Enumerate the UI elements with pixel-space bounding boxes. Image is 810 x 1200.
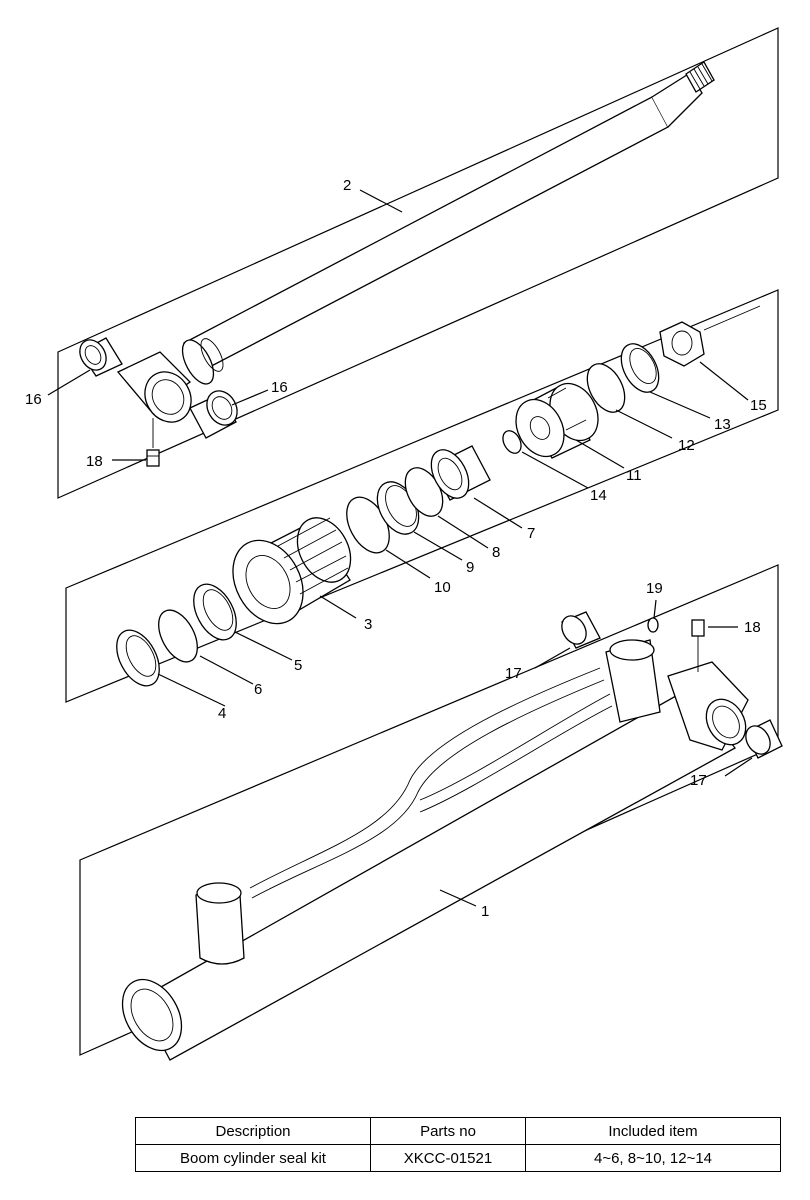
callout-8: 8 xyxy=(492,544,500,561)
bushing-part-17-right xyxy=(745,719,783,759)
callout-17-right: 17 xyxy=(690,772,707,789)
callout-12: 12 xyxy=(678,437,695,454)
backup-ring-part-6 xyxy=(158,609,198,663)
callout-16-left: 16 xyxy=(25,391,42,408)
callout-11: 11 xyxy=(626,467,642,484)
piston-rod-part-2 xyxy=(181,61,715,385)
callout-7: 7 xyxy=(527,525,535,542)
callout-10: 10 xyxy=(434,579,451,596)
callout-17-top: 17 xyxy=(505,665,522,682)
callout-14: 14 xyxy=(590,487,607,504)
rod-seal-part-5 xyxy=(193,583,237,641)
grease-nipple-part-18-bottom xyxy=(691,619,705,672)
table-header-row: Description Parts no Included item xyxy=(135,1117,781,1145)
bushing-part-16-left xyxy=(79,337,123,377)
callout-1: 1 xyxy=(481,903,489,920)
piston-part-11 xyxy=(515,382,599,459)
cell-description: Boom cylinder seal kit xyxy=(135,1144,371,1172)
callout-4: 4 xyxy=(218,705,226,722)
bushing-part-16-right xyxy=(189,390,238,439)
callout-19: 19 xyxy=(646,580,663,597)
cushion-ring-part-7 xyxy=(430,445,491,501)
callout-6: 6 xyxy=(254,681,262,698)
o-ring-part-14 xyxy=(502,430,522,454)
cylinder-head-part-3 xyxy=(232,517,352,625)
callout-18-top: 18 xyxy=(86,453,103,470)
exploded-parts-diagram: 2 16 16 18 3 4 6 5 10 9 8 7 14 11 12 13 … xyxy=(25,27,783,1061)
callout-13: 13 xyxy=(714,416,731,433)
callout-5: 5 xyxy=(294,657,302,674)
seal-kit-table: Description Parts no Included item Boom … xyxy=(135,1117,781,1172)
callout-9: 9 xyxy=(466,559,474,576)
header-parts-no: Parts no xyxy=(370,1117,526,1145)
callout-15: 15 xyxy=(750,397,767,414)
seal-group-frame xyxy=(65,289,779,703)
callout-labels: 2 16 16 18 3 4 6 5 10 9 8 7 14 11 12 13 … xyxy=(25,177,767,920)
bushing-part-17-top xyxy=(561,611,601,649)
plug-part-19 xyxy=(647,617,659,633)
cylinder-tube-part-1 xyxy=(121,639,749,1061)
dust-wiper-part-4 xyxy=(116,629,160,687)
rod-group-frame xyxy=(57,27,779,499)
callout-3: 3 xyxy=(364,616,372,633)
grease-nipple-part-18-top xyxy=(146,418,160,467)
rod-eye-boss xyxy=(116,351,192,423)
cell-included-item: 4~6, 8~10, 12~14 xyxy=(525,1144,781,1172)
header-included-item: Included item xyxy=(525,1117,781,1145)
cell-parts-no: XKCC-01521 xyxy=(370,1144,526,1172)
lock-nut-part-15 xyxy=(659,305,761,367)
table-row: Boom cylinder seal kit XKCC-01521 4~6, 8… xyxy=(135,1144,781,1172)
leader-lines xyxy=(47,189,753,907)
callout-18-bottom: 18 xyxy=(744,619,761,636)
callout-2: 2 xyxy=(343,177,351,194)
piston-seal-part-13 xyxy=(620,343,660,393)
header-description: Description xyxy=(135,1117,371,1145)
callout-16-right: 16 xyxy=(271,379,288,396)
rod-thread xyxy=(685,61,715,93)
